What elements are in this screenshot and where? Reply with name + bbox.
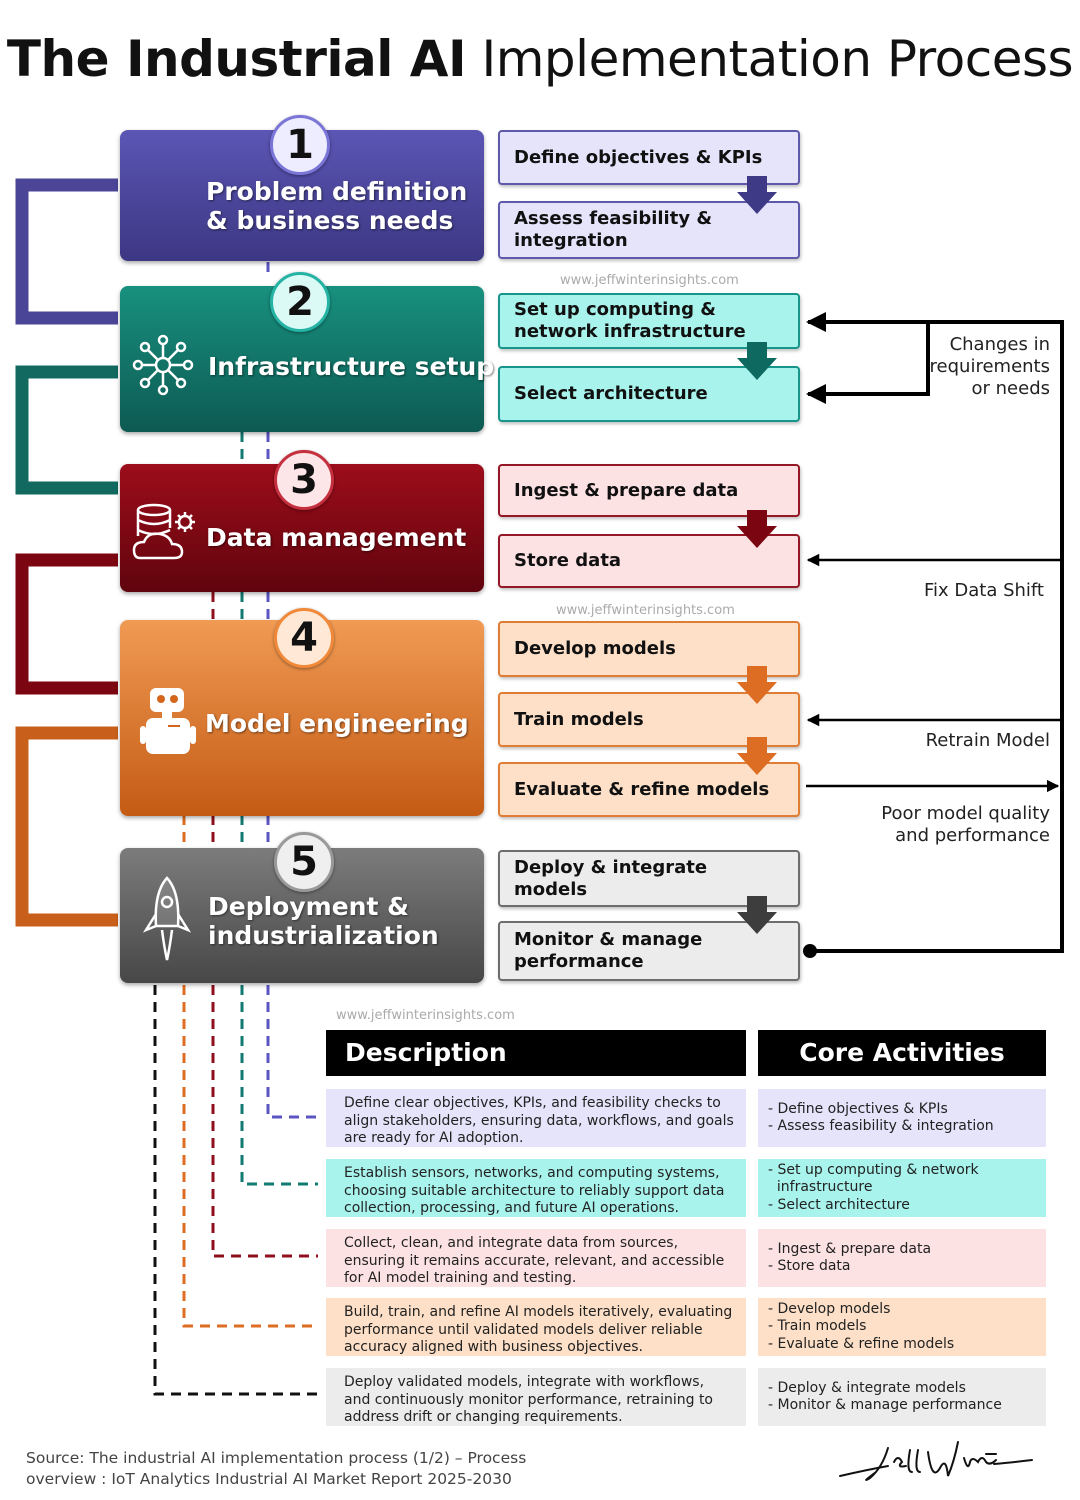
dash-line-stage-1	[266, 262, 318, 1119]
table-row-3-description: Collect, clean, and integrate data from …	[326, 1229, 746, 1287]
core-item: - Ingest & prepare data	[768, 1240, 932, 1257]
activity-define-objectives: Define objectives & KPIs	[498, 130, 800, 185]
core-item: - Select architecture	[768, 1196, 910, 1213]
stage-4-number: 4	[274, 608, 334, 668]
activity-monitor-performance: Monitor & manage performance	[498, 921, 800, 981]
core-item: - Monitor & manage performance	[768, 1397, 1002, 1413]
title-rest: Implementation Process	[481, 30, 1074, 88]
page-title: The Industrial AI Implementation Process	[0, 30, 1080, 88]
dash-line-stage-3	[211, 592, 318, 1258]
bracket-2-3	[15, 365, 118, 495]
table-row-5-core: - Deploy & integrate models - Monitor & …	[758, 1368, 1046, 1426]
activity-store-data: Store data	[498, 534, 800, 588]
stage-1-number: 1	[270, 115, 330, 175]
stage-5-number: 5	[274, 832, 334, 892]
core-item: - Evaluate & refine models	[768, 1335, 955, 1352]
core-item: - Assess feasibility & integration	[768, 1118, 994, 1134]
stage-5-box: Deployment & industrialization	[120, 848, 484, 983]
note-changes-in-requirements: Changes in requirements or needs	[929, 334, 1050, 399]
dash-line-stage-5	[153, 985, 318, 1396]
core-item: - Develop models	[768, 1300, 891, 1317]
stage-2-number: 2	[270, 272, 330, 332]
stage-3-number: 3	[274, 450, 334, 510]
loop-to-architecture	[806, 322, 930, 404]
bracket-3-4	[15, 553, 118, 695]
note-fix-data-shift: Fix Data Shift	[923, 580, 1044, 601]
dash-line-stage-4	[182, 815, 318, 1328]
activity-ingest-data: Ingest & prepare data	[498, 464, 800, 517]
stage-3-title: Data management	[206, 523, 467, 552]
watermark-1: www.jeffwinterinsights.com	[560, 273, 739, 288]
table-row-4-core: - Develop models - Train models - Evalua…	[758, 1298, 1046, 1356]
watermark-2: www.jeffwinterinsights.com	[556, 603, 735, 618]
table-row-1-description: Define clear objectives, KPIs, and feasi…	[326, 1089, 746, 1147]
down-arrow-icon	[737, 176, 777, 934]
table-row-3-core: - Ingest & prepare data - Store data	[758, 1229, 1046, 1287]
table-row-4-description: Build, train, and refine AI models itera…	[326, 1298, 746, 1356]
table-row-1-core: - Define objectives & KPIs - Assess feas…	[758, 1089, 1046, 1147]
signature-image	[839, 1441, 1033, 1481]
database-cloud-icon	[132, 503, 195, 560]
source-note: Source: The industrial AI implementation…	[26, 1449, 527, 1488]
stage-1-title: Problem definition & business needs	[206, 177, 468, 235]
rocket-icon	[142, 876, 192, 961]
robot-icon	[140, 688, 196, 754]
stage-1-box: Problem definition & business needs	[120, 130, 484, 261]
activity-select-architecture: Select architecture	[498, 366, 800, 422]
watermark-3: www.jeffwinterinsights.com	[336, 1008, 515, 1023]
table-row-2-core: - Set up computing & network infrastruct…	[758, 1159, 1046, 1217]
core-item: - Define objectives & KPIs	[768, 1100, 948, 1117]
stage-2-title: Infrastructure setup	[208, 352, 495, 381]
title-bold: The Industrial AI	[6, 30, 467, 88]
core-item: - Set up computing & network	[768, 1161, 979, 1178]
network-hub-icon	[132, 334, 194, 396]
stage-4-title: Model engineering	[205, 709, 469, 738]
bracket-4-5	[15, 726, 118, 927]
loop-to-setup	[806, 312, 1064, 953]
table-header-core-activities: Core Activities	[758, 1030, 1046, 1076]
core-item: - Train models	[768, 1318, 867, 1335]
note-poor-model-quality: Poor model quality and performance	[881, 803, 1050, 846]
note-retrain-model: Retrain Model	[925, 730, 1050, 751]
table-row-2-description: Establish sensors, networks, and computi…	[326, 1159, 746, 1217]
activity-deploy-models: Deploy & integrate models	[498, 850, 800, 907]
activity-assess-feasibility: Assess feasibility & integration	[498, 201, 800, 259]
activity-evaluate-models: Evaluate & refine models	[498, 762, 800, 817]
core-item: - Deploy & integrate models	[768, 1379, 966, 1396]
stage-5-title: Deployment & industrialization	[208, 892, 439, 950]
table-header-description: Description	[326, 1030, 746, 1076]
table-row-5-description: Deploy validated models, integrate with …	[326, 1368, 746, 1426]
activity-computing-infrastructure: Set up computing & network infrastructur…	[498, 293, 800, 349]
core-item: - Store data	[768, 1258, 851, 1274]
bracket-1-2	[15, 178, 118, 325]
core-item: infrastructure	[768, 1179, 873, 1196]
